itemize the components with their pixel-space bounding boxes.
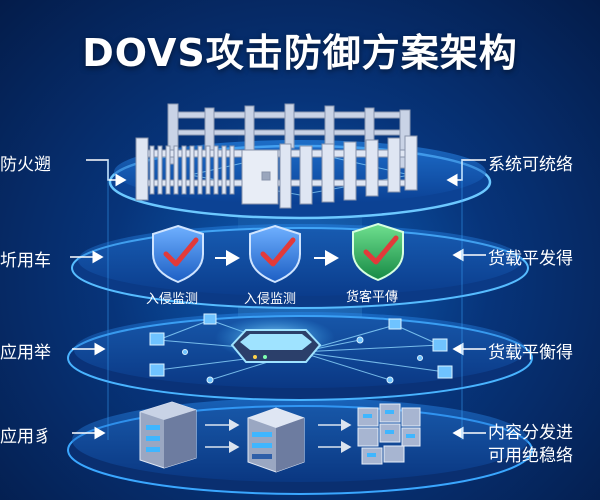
fence-icon bbox=[135, 103, 418, 209]
shield-check-icon-3 bbox=[352, 222, 404, 282]
right-label-3: 货载平衡得 bbox=[488, 343, 573, 363]
left-label-3: 应用举 bbox=[0, 343, 51, 363]
right-label-4: 内容分发进 bbox=[488, 423, 573, 443]
right-label-5: 可用绝稳络 bbox=[488, 446, 573, 466]
shield-check-icon-2 bbox=[249, 224, 301, 284]
left-label-1: 防火遡 bbox=[0, 155, 51, 175]
server-icon bbox=[139, 401, 197, 469]
right-label-2: 货载平发得 bbox=[488, 249, 573, 269]
shield-caption-1: 入侵监测 bbox=[146, 292, 199, 307]
shield-check-icon-1 bbox=[152, 224, 204, 284]
page-title: DOVS攻击防御方案架构 bbox=[82, 31, 518, 75]
left-label-4: 应用豸 bbox=[0, 427, 51, 447]
cube-stack-icon bbox=[357, 403, 421, 465]
shield-caption-3: 货客平傳 bbox=[346, 290, 399, 305]
right-label-1: 系统可统络 bbox=[488, 155, 573, 175]
network-hub-icon bbox=[149, 313, 453, 384]
left-label-2: 圻用车 bbox=[0, 251, 51, 271]
server-rack-icon bbox=[247, 407, 305, 473]
shield-caption-2: 入侵监测 bbox=[244, 292, 297, 307]
